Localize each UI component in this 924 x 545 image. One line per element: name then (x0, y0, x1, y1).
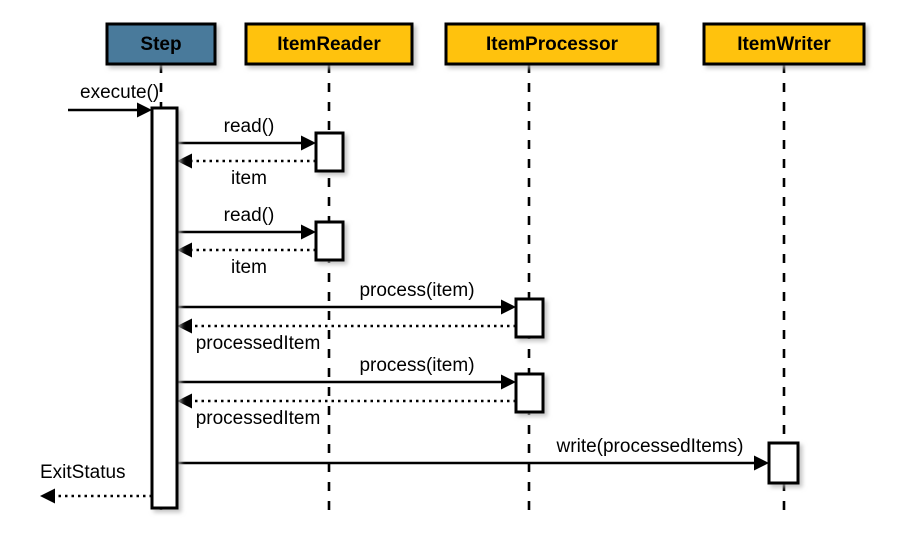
message-label-msg-processeditem-2: processedItem (196, 408, 321, 429)
message-msg-process-1 (177, 299, 516, 315)
participants-layer: Step ItemReader ItemProcessor ItemWriter (105, 22, 866, 66)
participant-item-reader[interactable]: ItemReader (244, 22, 414, 66)
participant-box-item-processor[interactable] (444, 22, 660, 66)
arrow-head-msg-process-2 (501, 374, 516, 390)
message-msg-process-2 (177, 374, 516, 390)
message-label-msg-execute: execute() (80, 82, 159, 103)
activation-bar-processor-activation-1 (514, 297, 545, 339)
message-label-msg-read-1: read() (224, 116, 275, 137)
activation-writer-activation-1 (767, 441, 800, 485)
activation-bar-step-activation (150, 106, 179, 510)
message-msg-exitstatus (40, 488, 152, 504)
arrow-head-msg-process-1 (501, 299, 516, 315)
activation-processor-activation-1 (514, 297, 545, 339)
message-msg-write (177, 455, 769, 471)
message-msg-execute (68, 102, 152, 118)
activation-bar-reader-activation-2 (314, 220, 345, 262)
participant-box-item-reader[interactable] (244, 22, 414, 66)
participant-item-writer[interactable]: ItemWriter (702, 22, 866, 66)
arrow-head-msg-processeditem-1 (177, 318, 192, 334)
arrow-head-msg-read-2 (301, 224, 316, 240)
activation-processor-activation-2 (514, 372, 545, 414)
message-msg-processeditem-2 (177, 393, 516, 409)
arrow-head-msg-execute (137, 102, 152, 118)
activation-bar-writer-activation-1 (767, 441, 800, 485)
arrow-head-msg-item-2 (177, 242, 192, 258)
activation-reader-activation-1 (314, 131, 345, 173)
participant-box-step[interactable] (105, 22, 217, 66)
messages-layer (40, 102, 769, 504)
participant-label-item-reader: ItemReader (277, 34, 381, 55)
message-label-msg-item-2: item (231, 257, 267, 278)
participant-label-item-processor: ItemProcessor (486, 34, 619, 55)
message-msg-item-1 (177, 153, 316, 169)
activation-step-activation (150, 106, 179, 510)
participant-item-processor[interactable]: ItemProcessor (444, 22, 660, 66)
arrow-head-msg-processeditem-2 (177, 393, 192, 409)
message-msg-item-2 (177, 242, 316, 258)
message-label-msg-processeditem-1: processedItem (196, 333, 321, 354)
message-msg-read-1 (177, 135, 316, 151)
activation-reader-activation-2 (314, 220, 345, 262)
message-label-msg-item-1: item (231, 168, 267, 189)
arrow-head-msg-item-1 (177, 153, 192, 169)
message-msg-read-2 (177, 224, 316, 240)
message-label-msg-process-1: process(item) (359, 280, 474, 301)
labels-layer: execute() read() item read() item process(ite… (40, 82, 743, 483)
arrow-head-msg-read-1 (301, 135, 316, 151)
participant-label-item-writer: ItemWriter (737, 34, 831, 55)
participant-box-item-writer[interactable] (702, 22, 866, 66)
message-label-msg-exitstatus: ExitStatus (40, 462, 126, 483)
participant-step[interactable]: Step (105, 22, 217, 66)
arrow-head-msg-write (754, 455, 769, 471)
message-label-msg-read-2: read() (224, 205, 275, 226)
message-label-msg-write: write(processedItems) (556, 436, 744, 457)
activation-bar-reader-activation-1 (314, 131, 345, 173)
message-label-msg-process-2: process(item) (359, 355, 474, 376)
message-msg-processeditem-1 (177, 318, 516, 334)
activation-bar-processor-activation-2 (514, 372, 545, 414)
arrow-head-msg-exitstatus (40, 488, 55, 504)
participant-label-step: Step (140, 34, 181, 55)
activations-layer (150, 106, 800, 510)
